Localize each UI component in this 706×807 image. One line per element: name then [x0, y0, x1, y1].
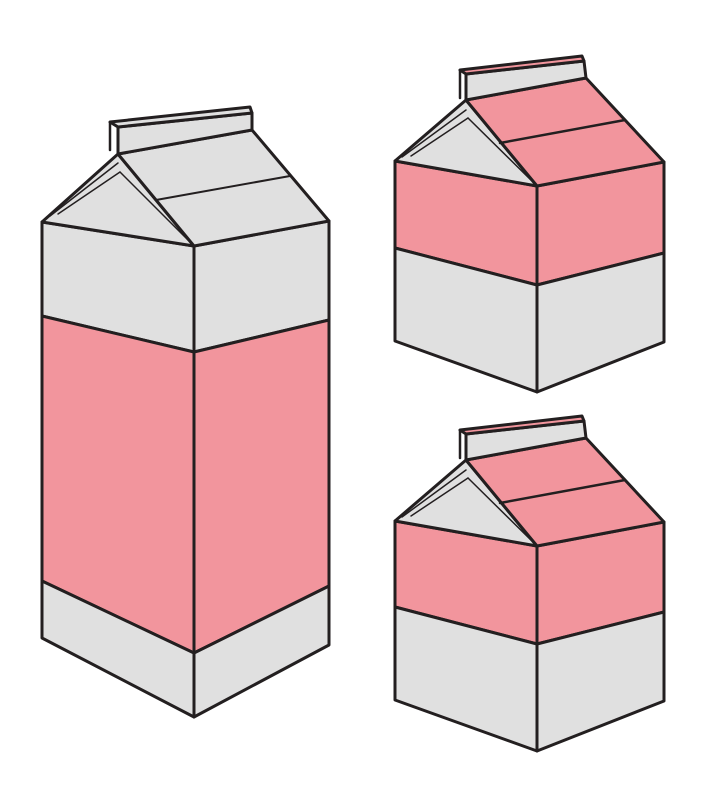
- tall-carton-seal-top: [108, 105, 254, 129]
- tall-carton-side-fold-1: [49, 162, 119, 217]
- small-bottom-seal-top: [458, 414, 586, 436]
- small-milk-carton-bottom: [393, 414, 666, 753]
- small-milk-carton-top: [393, 54, 666, 394]
- small-top-side-fold-3: [467, 117, 538, 187]
- small-bottom-side-fold-1: [401, 469, 467, 518]
- small-bottom-side-fold-2: [410, 477, 469, 517]
- tall-carton-side-fold-2: [57, 171, 121, 215]
- tall-carton-roof-crease: [155, 175, 291, 201]
- tall-carton-side-fold-3: [119, 171, 195, 247]
- small-top-right-gray-band: [535, 251, 666, 394]
- small-top-roof-crease: [498, 118, 627, 145]
- small-bottom-side-fold-3: [467, 477, 538, 547]
- small-top-side-fold-2: [410, 117, 469, 157]
- small-top-side-fold-1: [401, 109, 467, 158]
- small-bottom-roof-crease: [498, 478, 627, 505]
- small-bottom-right-gray-band: [535, 610, 666, 753]
- tall-milk-carton: [40, 105, 331, 719]
- tall-carton-right-gray-bottom: [192, 584, 331, 719]
- small-top-seal-top: [458, 54, 586, 76]
